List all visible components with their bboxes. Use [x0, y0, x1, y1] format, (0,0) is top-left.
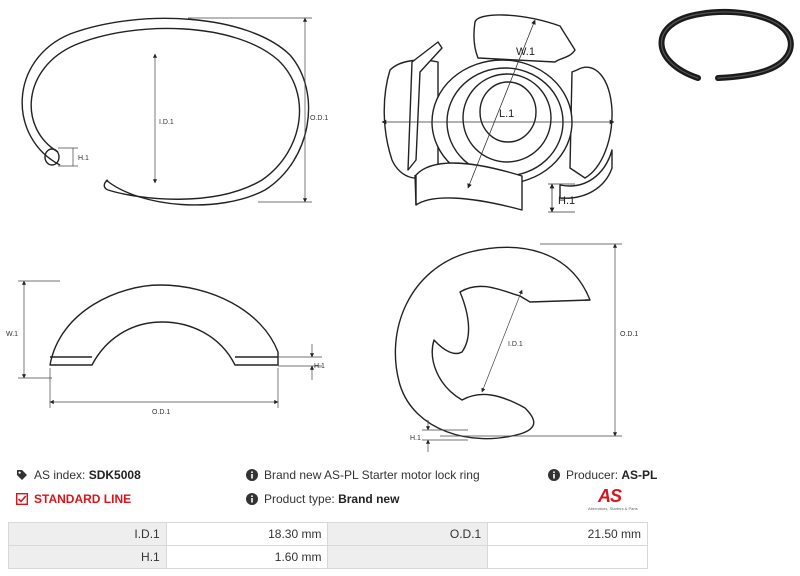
spec-label: O.D.1	[327, 522, 489, 546]
spec-label	[327, 545, 489, 569]
info-circle-icon	[246, 469, 258, 481]
as-index: AS index: SDK5008	[16, 468, 141, 482]
logo-tagline: Alternators, Starters & Parts	[588, 506, 638, 511]
side-view-dimensions	[18, 280, 322, 408]
spec-value: 1.60 mm	[165, 545, 329, 569]
iso-w-label: W.1	[516, 46, 535, 58]
spec-value: 21.50 mm	[487, 522, 648, 546]
side-w-label: W.1	[6, 331, 18, 338]
as-pl-logo: AS Alternators, Starters & Parts	[588, 486, 652, 516]
spec-label: H.1	[8, 545, 167, 569]
side-view	[49, 284, 279, 366]
top-view	[394, 246, 591, 440]
table-row: H.1 1.60 mm	[8, 545, 648, 569]
side-od-label: O.D.1	[152, 409, 170, 416]
logo-text: AS	[598, 486, 622, 506]
producer-value: AS-PL	[621, 468, 658, 482]
as-index-value: SDK5008	[88, 468, 141, 482]
description-text: Brand new AS-PL Starter motor lock ring	[264, 468, 480, 482]
iso-h-label: H.1	[558, 195, 575, 207]
ring-view	[21, 17, 310, 206]
product-type: Product type: Brand new	[246, 492, 399, 506]
standard-line: STANDARD LINE	[16, 492, 131, 506]
ring-h-label: H.1	[78, 155, 89, 162]
info-circle-icon	[246, 493, 258, 505]
checkbox-checked-icon	[16, 493, 28, 505]
tag-icon	[17, 470, 27, 480]
product-photo	[658, 8, 794, 81]
info-circle-icon	[548, 469, 560, 481]
product-description: Brand new AS-PL Starter motor lock ring	[246, 468, 480, 482]
ring-view-dimensions	[58, 17, 312, 203]
top-id-label: I.D.1	[508, 341, 523, 348]
spec-value: 18.30 mm	[165, 522, 329, 546]
top-h-label: H.1	[410, 435, 421, 442]
ring-od-label: O.D.1	[310, 115, 328, 122]
side-h-label: H.1	[314, 363, 325, 370]
iso-l-label: L.1	[499, 108, 514, 120]
top-od-label: O.D.1	[620, 331, 638, 338]
spec-value	[487, 545, 648, 569]
standard-line-text: STANDARD LINE	[34, 492, 132, 506]
top-view-dimensions	[422, 243, 622, 452]
producer-label: Producer:	[566, 468, 619, 482]
as-index-label: AS index:	[34, 468, 86, 482]
product-type-label: Product type:	[264, 492, 335, 506]
product-type-value: Brand new	[338, 492, 400, 506]
spec-table: I.D.1 18.30 mm O.D.1 21.50 mm H.1 1.60 m…	[8, 522, 648, 569]
iso-view-dimensions	[381, 19, 615, 213]
spec-label: I.D.1	[8, 522, 167, 546]
technical-drawing: I.D.1 O.D.1 H.1 W.1 L.1 H.1	[6, 8, 794, 452]
ring-id-label: I.D.1	[159, 119, 174, 126]
table-row: I.D.1 18.30 mm O.D.1 21.50 mm	[8, 522, 648, 546]
producer: Producer: AS-PL	[548, 468, 657, 482]
